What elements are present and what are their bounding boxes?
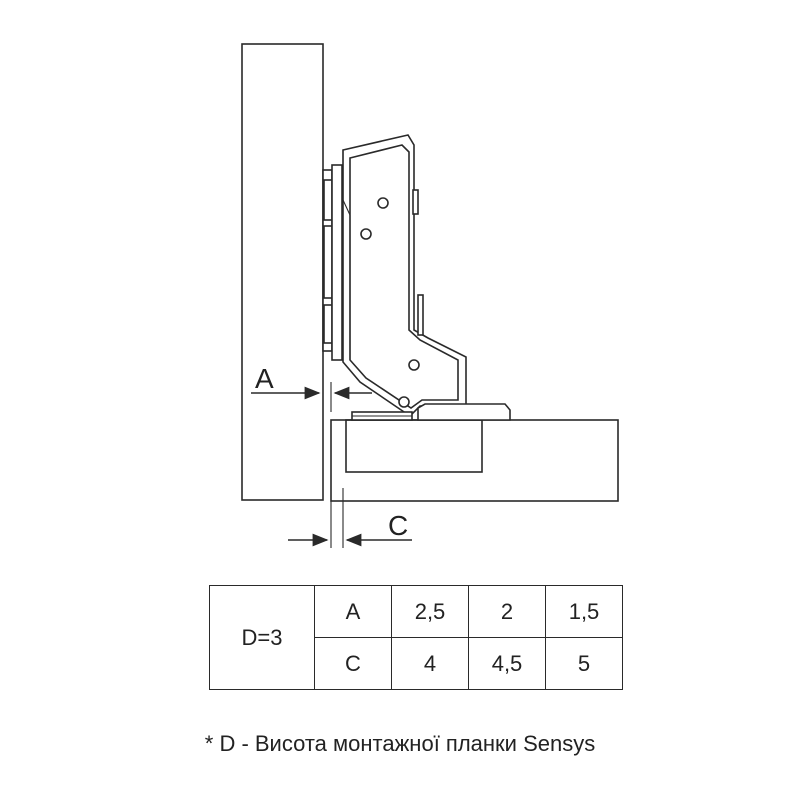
hinge-cup (351, 403, 511, 421)
dimension-a: A (251, 363, 372, 412)
hinge-arm (342, 134, 467, 418)
spec-table: D=3 A 2,5 2 1,5 C 4 4,5 5 (209, 585, 623, 690)
label-c: C (388, 510, 408, 541)
dimension-c: C (288, 488, 412, 548)
value-cell: 4,5 (468, 637, 546, 690)
value-cell: 5 (545, 637, 623, 690)
value-cell: 2,5 (391, 585, 469, 638)
table-row: C 4 4,5 5 (210, 637, 623, 690)
d-value-cell: D=3 (209, 585, 315, 690)
mounting-plate (322, 164, 343, 361)
value-cell: 2 (468, 585, 546, 638)
table-row: D=3 A 2,5 2 1,5 (209, 585, 623, 690)
hinge-installation-diagram: A C (241, 43, 619, 548)
value-cell: 4 (391, 637, 469, 690)
cabinet-side-panel (241, 43, 324, 501)
value-cell: 1,5 (545, 585, 623, 638)
param-c-cell: C (314, 637, 392, 690)
label-a: A (255, 363, 274, 394)
door-panel (330, 419, 619, 502)
hinge-cup-recess (345, 419, 483, 473)
footnote: * D - Висота монтажної планки Sensys (204, 731, 596, 756)
param-a-cell: A (314, 585, 392, 638)
